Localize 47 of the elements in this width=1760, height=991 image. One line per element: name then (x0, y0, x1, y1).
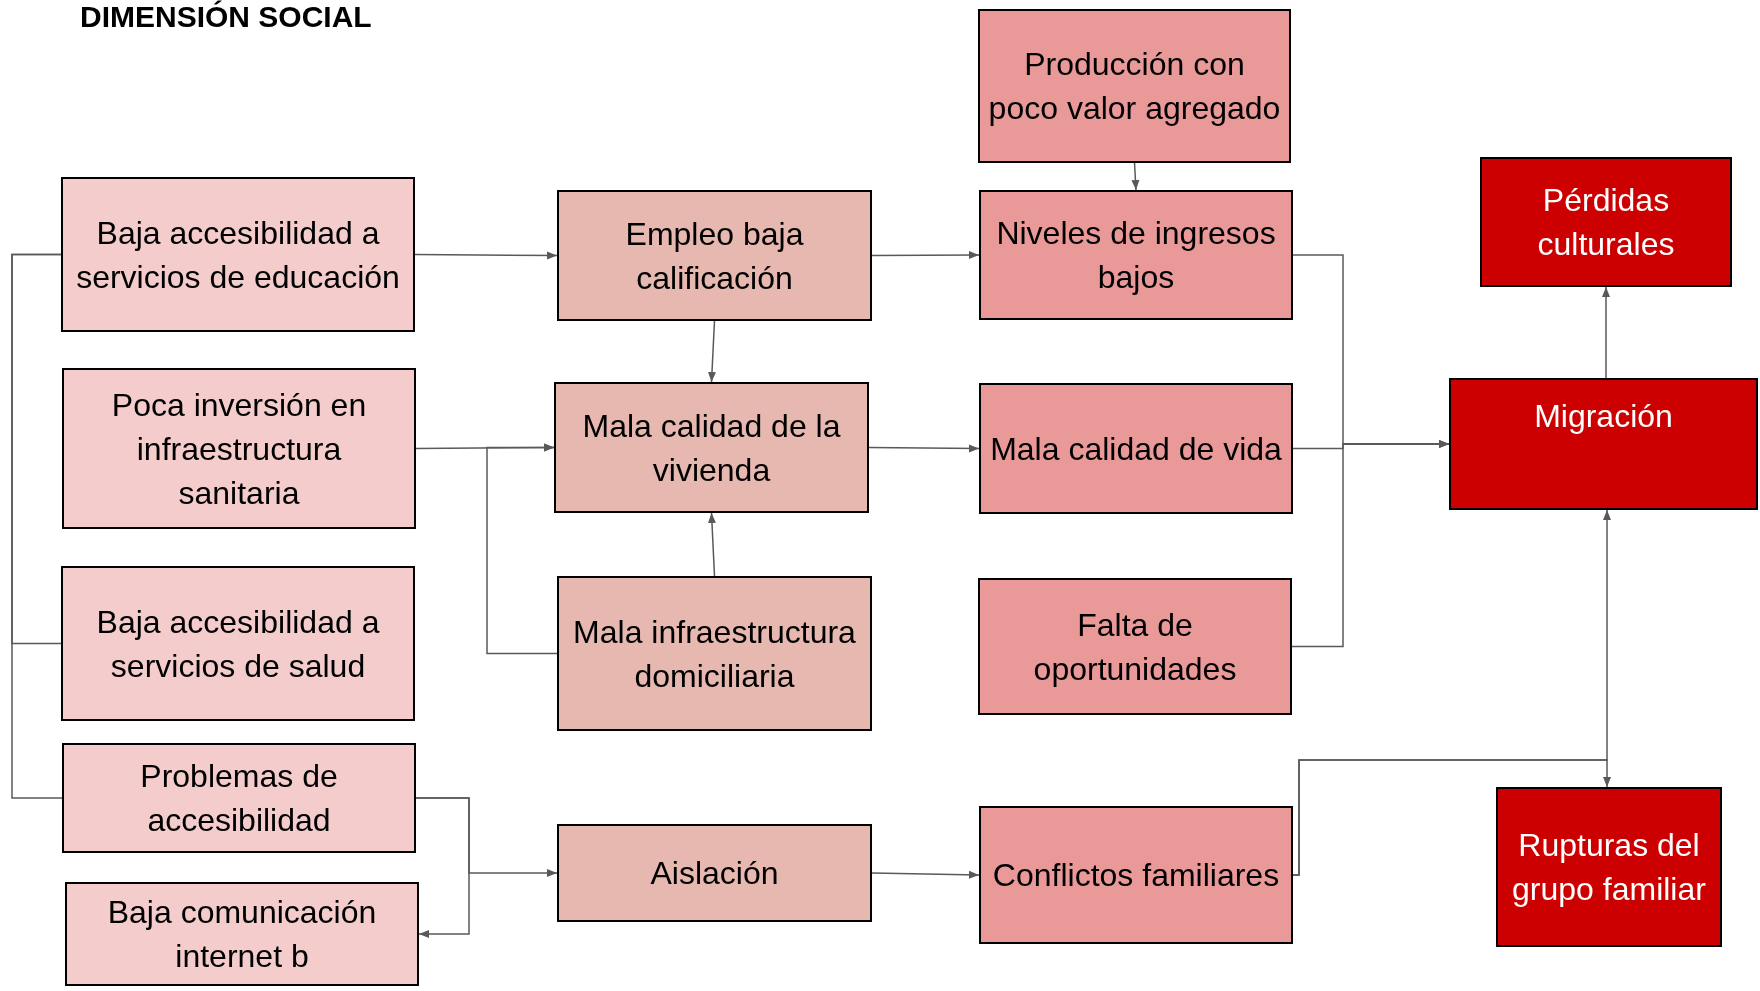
cause-box (61, 177, 415, 332)
cause-box (1449, 378, 1758, 510)
cause-box (557, 576, 872, 731)
connector-arrow (708, 512, 716, 577)
box-text: Empleo baja calificación (624, 214, 805, 298)
connector-arrow (871, 251, 980, 260)
box-text: Mala calidad de vida (990, 429, 1282, 469)
cause-box (978, 9, 1291, 163)
box-text: Falta de oportunidades (1032, 605, 1238, 689)
cause-box (62, 368, 416, 529)
box-text: Mala calidad de la vivienda (581, 406, 842, 490)
box-text: Migración (1534, 397, 1673, 436)
connector-arrow (1131, 162, 1140, 191)
box-text: Problemas de accesibilidad (139, 757, 339, 840)
box-text: Niveles de ingresos bajos (995, 214, 1277, 297)
box-text: Pérdidas culturales (1536, 181, 1676, 264)
connector-arrow (1602, 286, 1610, 379)
box-text: Rupturas del grupo familiar (1511, 826, 1707, 909)
box-text: Mala infraestructura domiciliaria (572, 612, 857, 696)
connector-arrow (1292, 759, 1611, 876)
box-text: Baja comunicación internet b (106, 893, 378, 976)
cause-box (61, 566, 415, 721)
connector-arrow (868, 444, 980, 453)
connector-arrow (871, 870, 980, 879)
box-text: Aislación (650, 854, 779, 893)
box-text: Poca inversión en infraestructura sanitaria (110, 385, 368, 513)
connector-arrow (415, 797, 558, 877)
box-text: Baja accesibilidad a servicios de educación (75, 213, 401, 297)
cause-box (979, 190, 1293, 320)
box-text: Conflictos familiares (992, 856, 1280, 895)
cause-box (557, 190, 872, 321)
box-text: Producción con poco valor agregado (988, 45, 1281, 128)
diagram-title: DIMENSIÓN SOCIAL (80, 0, 372, 34)
cause-box (1496, 787, 1722, 947)
cause-box (554, 382, 869, 513)
connector-arrow (414, 251, 558, 260)
connector-arrow (1291, 440, 1450, 648)
cause-box (1480, 157, 1732, 287)
box-text: Baja accesibilidad a servicios de salud (95, 602, 381, 686)
cause-box (978, 578, 1292, 715)
cause-box (979, 806, 1293, 944)
cause-box (62, 743, 416, 853)
connector-arrow (486, 443, 558, 655)
cause-box (979, 383, 1293, 514)
connector-arrow (708, 320, 716, 383)
cause-box (65, 882, 419, 986)
cause-box (557, 824, 872, 922)
